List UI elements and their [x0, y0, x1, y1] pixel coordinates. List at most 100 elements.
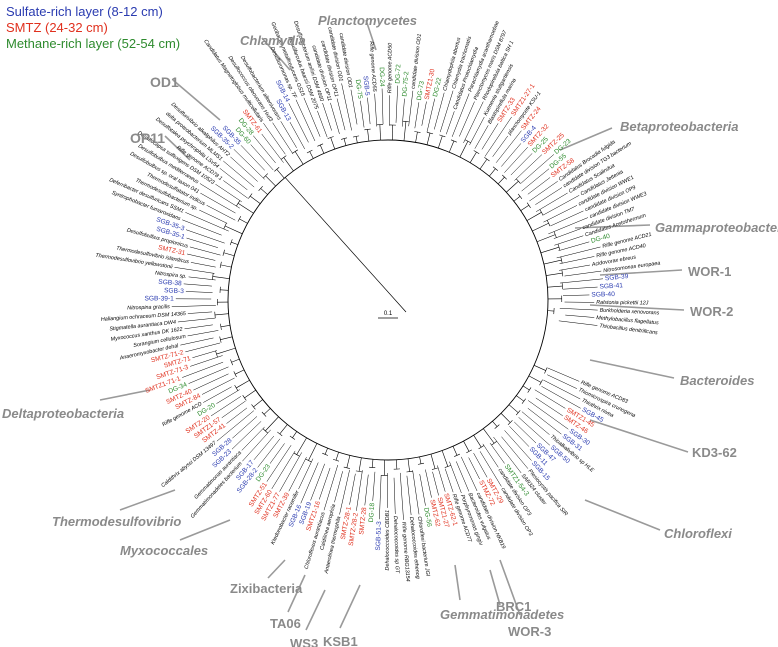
leaf-branch: [182, 219, 222, 236]
internal-branch: [319, 144, 325, 154]
leaf-branch: [300, 462, 319, 504]
leaf-branch: [501, 143, 522, 167]
leaf-branch: [372, 471, 376, 501]
leaf-branch: [350, 89, 358, 125]
internal-branch: [528, 375, 542, 383]
leaf-branch: [521, 411, 550, 435]
internal-branch: [516, 395, 525, 402]
clade-label: WOR-2: [690, 304, 733, 319]
internal-branch: [231, 241, 238, 245]
leaf-branch: [514, 154, 543, 181]
leaf-branch: [219, 168, 248, 191]
clade-arc: [248, 193, 253, 199]
internal-branch: [346, 455, 351, 468]
internal-branch: [506, 180, 519, 193]
leaf-label: Rifle genome ACD55: [368, 41, 377, 93]
leaf-label: SGB-5: [362, 76, 371, 97]
clade-boundary-line: [489, 569, 501, 606]
clade-boundary-line: [365, 19, 377, 51]
leaf-label: Rifle genome RBG13154: [400, 522, 410, 582]
leaf-branch: [242, 429, 271, 462]
clade-label: Gemmatimonadetes: [440, 607, 564, 622]
internal-branch: [483, 428, 495, 444]
leaf-branch: [221, 400, 246, 418]
leaf-label: DG-75: [354, 79, 364, 100]
leaf-branch: [456, 461, 470, 492]
clade-arc: [454, 453, 460, 457]
internal-branch: [452, 446, 458, 456]
internal-branch: [216, 347, 236, 355]
internal-branch: [358, 457, 362, 472]
internal-branch: [526, 212, 542, 221]
internal-branch: [437, 135, 443, 149]
leaf-branch: [187, 330, 219, 337]
leaf-branch: [543, 205, 578, 223]
internal-branch: [292, 431, 298, 438]
clade-label: WOR-3: [508, 624, 551, 639]
leaf-label: Nitrospina gracilis: [127, 304, 170, 311]
internal-branch: [309, 151, 314, 159]
internal-branch: [547, 285, 563, 288]
leaf-branch: [261, 133, 284, 163]
internal-branch: [224, 225, 243, 235]
leaf-branch: [449, 461, 462, 494]
leaf-branch: [379, 475, 382, 520]
clade-boundary-line: [305, 589, 326, 631]
clade-boundary-line: [589, 419, 689, 453]
clade-sector-lines: [99, 19, 689, 631]
leaf-branch: [414, 102, 420, 129]
leaf-branch: [481, 123, 499, 150]
internal-branch: [335, 452, 339, 461]
leaf-branch: [473, 452, 488, 478]
leaf-branch: [518, 417, 550, 446]
leaf-branch: [401, 98, 405, 127]
leaf-label: DG-75-2: [401, 71, 410, 97]
internal-branch: [489, 168, 496, 177]
leaf-branch: [200, 192, 236, 214]
internal-branch: [234, 369, 245, 375]
internal-branch: [536, 234, 556, 243]
leaf-branch: [367, 97, 371, 125]
internal-branch: [522, 385, 530, 391]
leaf-label: Haliangium ochraceum DSM 14365: [101, 311, 187, 323]
internal-branch: [419, 456, 422, 464]
leaf-branch: [562, 294, 590, 296]
internal-branch: [276, 169, 285, 179]
leaf-label: DG-56: [422, 507, 432, 528]
internal-branch: [244, 389, 256, 399]
leaf-label: DG-72: [395, 64, 403, 84]
leaf-branch: [468, 457, 480, 480]
clade-label: Myxococcales: [120, 543, 208, 558]
clade-arc: [289, 435, 296, 440]
leaf-branch: [233, 149, 265, 180]
leaf-branch: [395, 85, 398, 123]
leaf-branch: [504, 430, 532, 461]
internal-branch: [265, 416, 279, 432]
leaf-label: DG-18: [368, 502, 376, 522]
leaf-branch: [253, 135, 276, 164]
leaf-branch: [542, 195, 580, 216]
internal-branch: [294, 151, 304, 165]
leaf-branch: [223, 160, 255, 188]
internal-branch: [296, 437, 307, 455]
leaf-branch: [177, 317, 216, 323]
internal-branch: [407, 458, 410, 472]
internal-branch: [220, 336, 233, 340]
leaf-branch: [210, 396, 242, 417]
leaf-branch: [356, 470, 363, 511]
leaf-branch: [520, 154, 555, 184]
clade-label: Bacteroides: [680, 373, 754, 388]
clade-boundary-line: [261, 37, 291, 71]
leaf-branch: [185, 291, 213, 293]
leaf-branch: [434, 92, 445, 130]
leaf-label: SGB-3: [164, 287, 184, 295]
leaf-branch: [266, 445, 292, 482]
leaf-label: SMTZ-28: [358, 507, 368, 535]
legend-smtz: SMTZ (24-32 cm): [6, 20, 108, 35]
clade-arc: [450, 139, 457, 143]
leaf-branch: [288, 457, 307, 492]
internal-branch: [253, 399, 263, 408]
internal-branch: [463, 440, 470, 452]
